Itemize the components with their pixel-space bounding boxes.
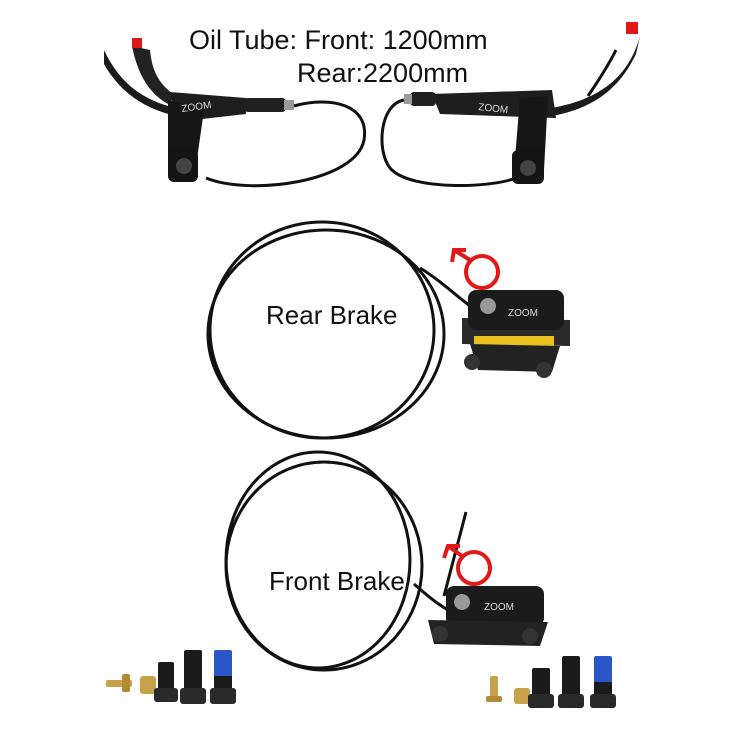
rear-brake-hose-coil [206, 220, 479, 440]
male-symbol-icon [442, 544, 492, 586]
bolt-medium-left [180, 650, 206, 704]
right-bolt-set [486, 656, 616, 708]
bolt-short-left [154, 662, 178, 702]
bolt-short-right [528, 668, 554, 708]
brass-banjo-fitting-left [106, 674, 132, 692]
brass-olive-right [514, 688, 530, 704]
bolt-blue-right [590, 656, 616, 708]
right-lever-hose [380, 98, 521, 188]
front-brake-label: Front Brake [269, 566, 405, 596]
front-caliper-brand-text: ZOOM [484, 602, 514, 613]
brass-olive-left [140, 676, 156, 694]
front-brake-caliper: ZOOM [428, 586, 548, 646]
bolt-blue-left [210, 650, 236, 704]
brass-banjo-fitting-right [486, 676, 502, 702]
bolt-medium-right [558, 656, 584, 708]
rear-brake-caliper: ZOOM [462, 290, 570, 378]
left-brake-lever: ZOOM [104, 38, 294, 182]
rear-brake-label: Rear Brake [266, 300, 398, 330]
right-lever-cable [586, 49, 618, 97]
left-lever-hose [205, 100, 367, 188]
right-brake-lever: ZOOM [404, 22, 640, 184]
rear-caliper-brand-text: ZOOM [508, 308, 538, 319]
oil-tube-front-length: Oil Tube: Front: 1200mm [189, 25, 488, 55]
oil-tube-rear-length: Rear:2200mm [297, 58, 469, 88]
front-brake-hose-coil [224, 450, 468, 672]
left-bolt-set [106, 650, 236, 704]
lever-brand-text-right: ZOOM [478, 102, 509, 116]
male-symbol-icon [450, 248, 500, 290]
lever-brand-text: ZOOM [181, 100, 212, 115]
